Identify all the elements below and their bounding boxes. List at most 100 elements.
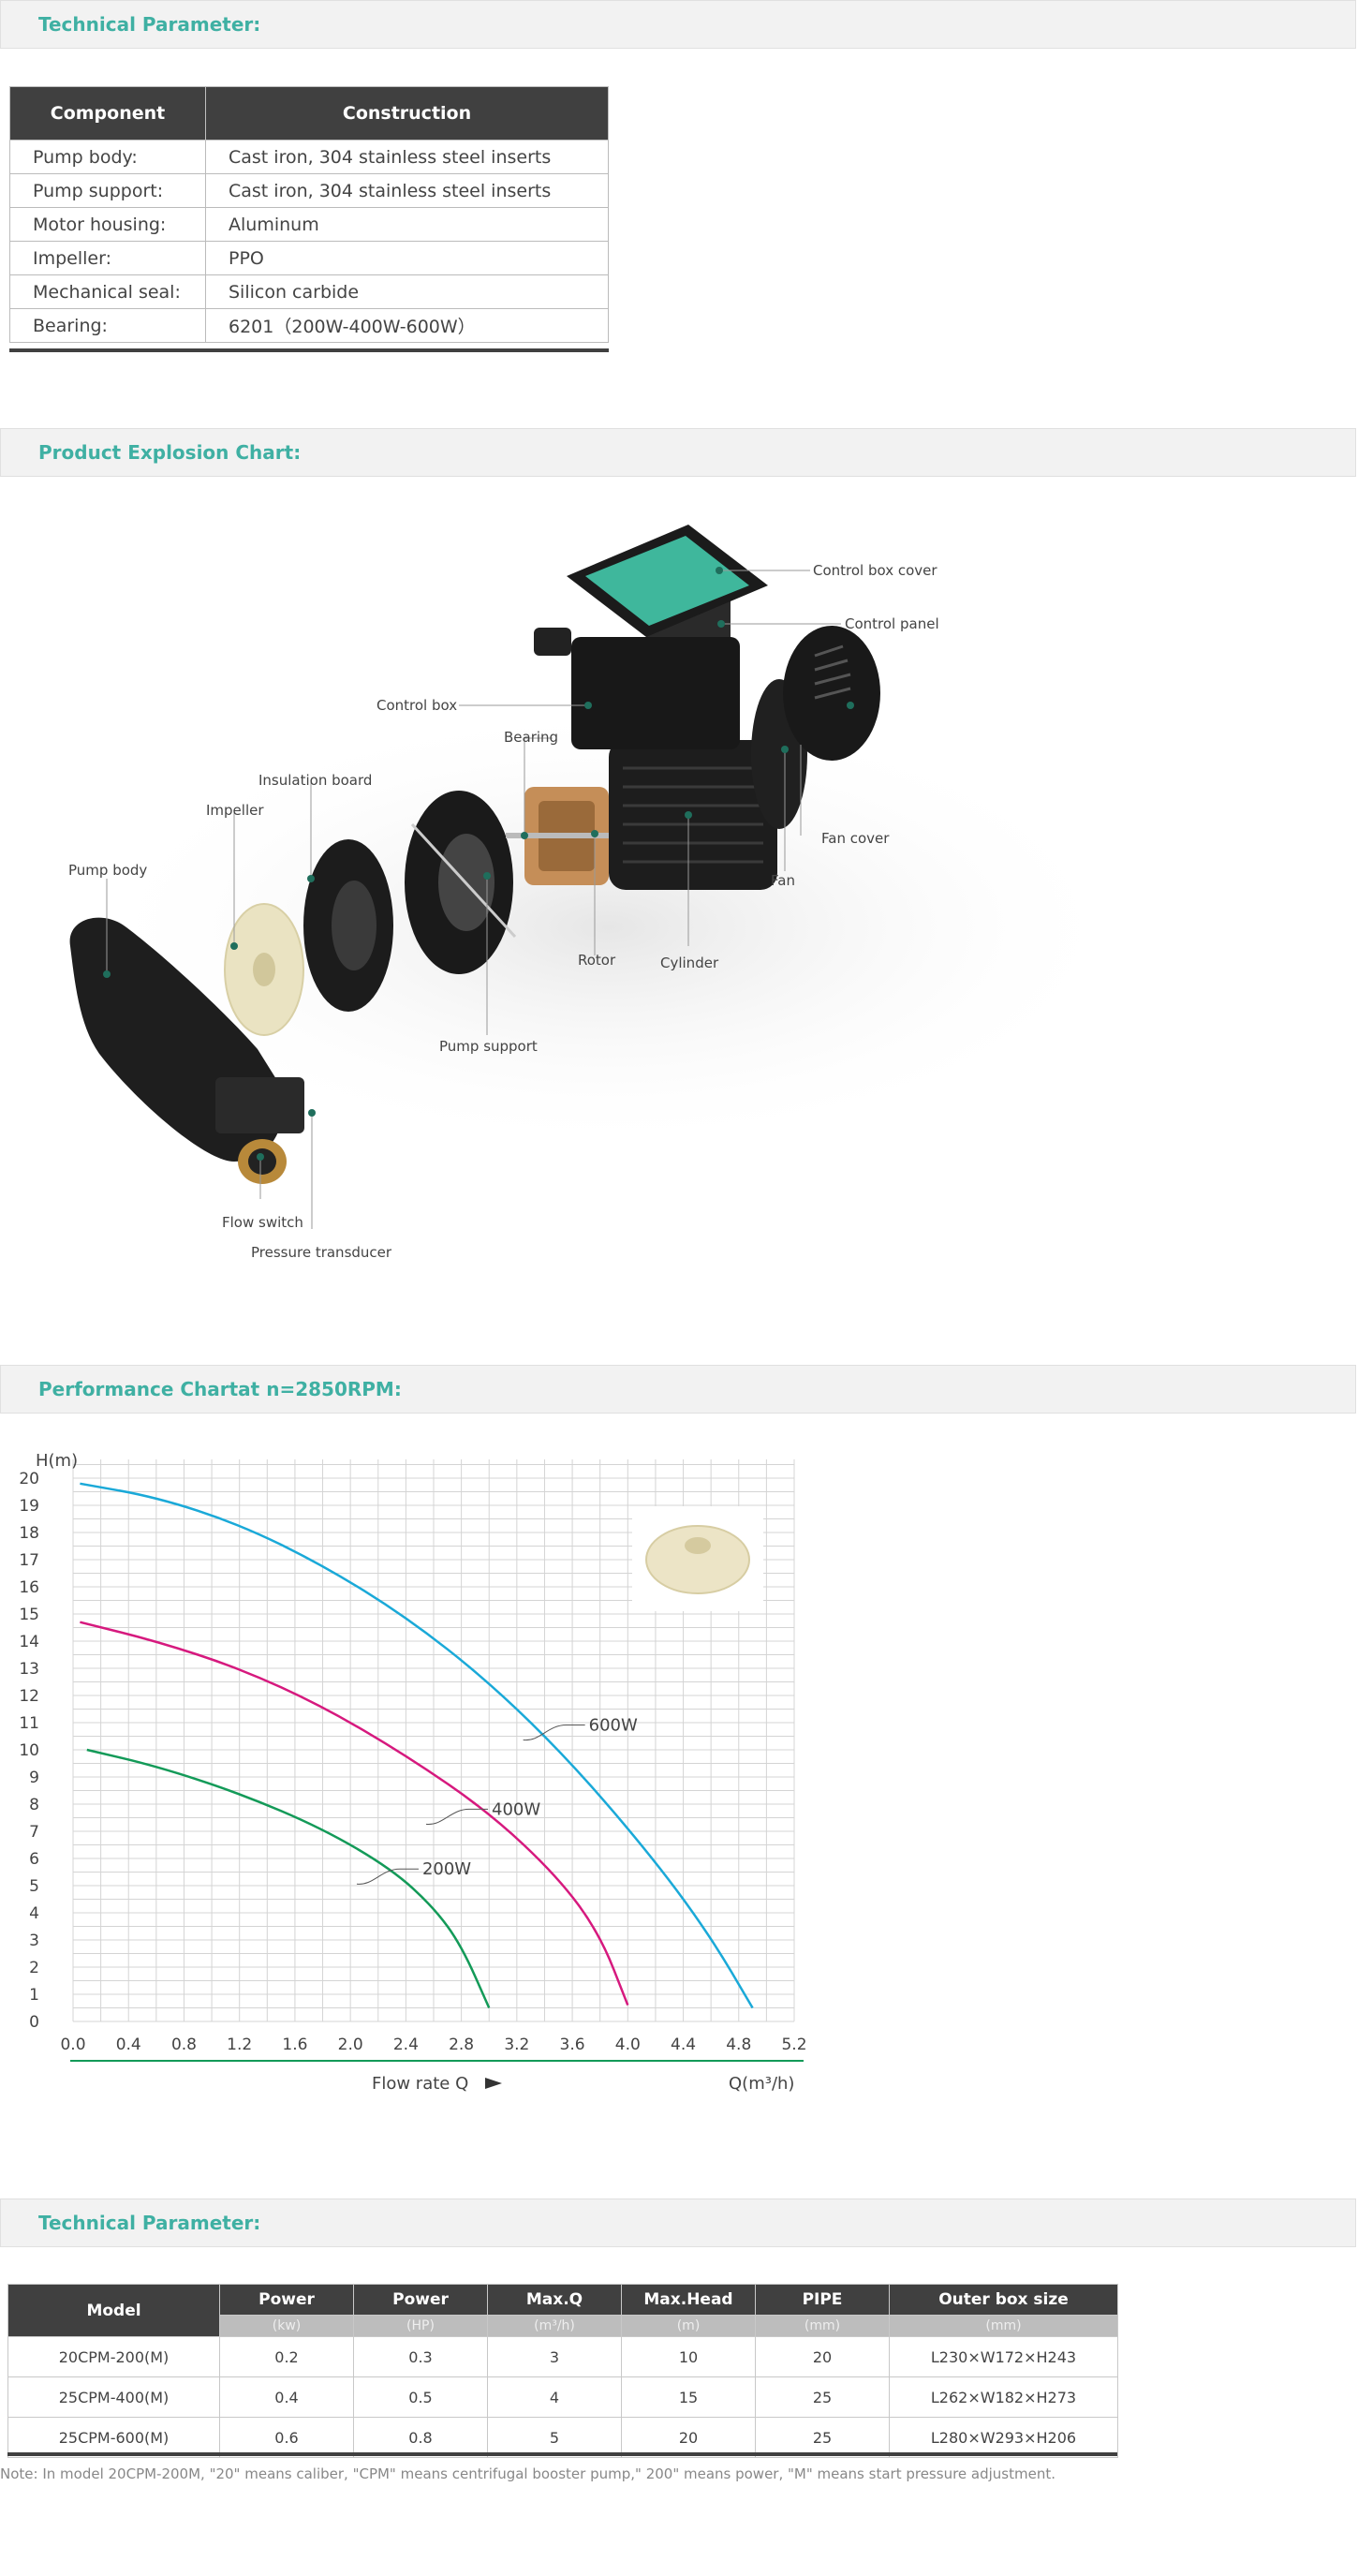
label-rotor: Rotor (578, 952, 616, 969)
series-line-600W (80, 1482, 754, 2009)
x-tick-label: 4.4 (671, 2036, 696, 2054)
model-note: Note: In model 20CPM-200M, "20" means ca… (0, 2465, 1055, 2482)
table-unit: (mm) (889, 2315, 1118, 2337)
x-tick-label: 2.8 (449, 2036, 474, 2054)
table-header: Component (9, 86, 206, 141)
table-row: Pump body:Cast iron, 304 stainless steel… (9, 140, 609, 174)
table-cell: 15 (621, 2376, 756, 2418)
construction-cell: PPO (205, 241, 609, 275)
y-tick-label: 0 (29, 2013, 39, 2032)
label-control-box: Control box (376, 697, 457, 714)
construction-cell: 6201（200W-400W-600W） (205, 308, 609, 343)
table-cell: 25CPM-600(M) (7, 2417, 220, 2458)
series-label-600W: 600W (589, 1716, 638, 1736)
label-insulation-board: Insulation board (258, 772, 372, 789)
label-control-panel: Control panel (845, 615, 939, 632)
pump-support-part (405, 791, 517, 974)
rotor-part (506, 787, 646, 885)
table-header: PIPE (755, 2284, 890, 2316)
table-footer-rule (9, 348, 609, 352)
series-leader (356, 1868, 419, 1885)
x-tick-label: 5.2 (781, 2036, 806, 2054)
section-title: Technical Parameter: (38, 13, 261, 36)
y-tick-label: 13 (19, 1660, 39, 1679)
table-cell: 10 (621, 2336, 756, 2377)
table-cell: 4 (487, 2376, 622, 2418)
table-row: Impeller:PPO (9, 241, 609, 275)
table-row: Motor housing:Aluminum (9, 207, 609, 242)
y-tick-label: 15 (19, 1606, 39, 1624)
x-tick-label: 4.0 (615, 2036, 641, 2054)
label-fan-cover: Fan cover (821, 830, 890, 847)
fan-cover-part (783, 626, 880, 761)
y-tick-label: 4 (29, 1904, 39, 1923)
x-tick-label: 0.8 (171, 2036, 197, 2054)
x-tick-label: 0.0 (60, 2036, 85, 2054)
component-cell: Pump body: (9, 140, 206, 174)
y-tick-label: 8 (29, 1796, 39, 1814)
series-label-400W: 400W (492, 1799, 540, 1819)
table-header: Power (219, 2284, 354, 2316)
table-cell: L230×W172×H243 (889, 2336, 1118, 2377)
y-axis-label: H(m) (36, 1451, 78, 1471)
control-box-cover-part (567, 525, 768, 637)
table-cell: L262×W182×H273 (889, 2376, 1118, 2418)
construction-cell: Cast iron, 304 stainless steel inserts (205, 140, 609, 174)
impeller-thumbnail (632, 1506, 763, 1611)
table-cell: 25CPM-400(M) (7, 2376, 220, 2418)
label-impeller: Impeller (206, 802, 264, 819)
arrow-right-icon (485, 2078, 502, 2089)
x-axis-label: Flow rate Q (372, 2074, 468, 2094)
y-tick-label: 3 (29, 1932, 39, 1950)
x-tick-label: 1.2 (227, 2036, 252, 2054)
table-cell: L280×W293×H206 (889, 2417, 1118, 2458)
section-header-tech-param-2: Technical Parameter: (0, 2198, 1356, 2247)
label-cylinder: Cylinder (660, 955, 719, 971)
table-cell: 20CPM-200(M) (7, 2336, 220, 2377)
series-leader (425, 1808, 488, 1825)
table-cell: 0.2 (219, 2336, 354, 2377)
y-tick-label: 9 (29, 1769, 39, 1787)
chart-series (80, 1482, 754, 2009)
section-title: Performance Chartat n=2850RPM: (38, 1378, 402, 1400)
x-tick-label: 3.6 (560, 2036, 585, 2054)
x-tick-label: 0.4 (116, 2036, 141, 2054)
table-header: Max.Head (621, 2284, 756, 2316)
y-tick-label: 17 (19, 1551, 39, 1570)
label-flow-switch: Flow switch (222, 1214, 303, 1231)
y-tick-label: 12 (19, 1687, 39, 1706)
components-table: Component Construction Pump body:Cast ir… (9, 86, 609, 343)
table-header: Model (7, 2284, 220, 2337)
series-line-200W (86, 1748, 491, 2009)
x-tick-label: 4.8 (726, 2036, 751, 2054)
table-cell: 3 (487, 2336, 622, 2377)
table-header: Outer box size (889, 2284, 1118, 2316)
y-tick-label: 1 (29, 1986, 39, 2005)
series-line-400W (80, 1621, 629, 2006)
table-unit: (kw) (219, 2315, 354, 2337)
y-tick-label: 7 (29, 1823, 39, 1842)
table-row: Mechanical seal:Silicon carbide (9, 274, 609, 309)
table-cell: 20 (755, 2336, 890, 2377)
y-tick-label: 11 (19, 1714, 39, 1733)
y-tick-label: 10 (19, 1741, 39, 1760)
section-header-tech-param: Technical Parameter: (0, 0, 1356, 49)
label-bearing: Bearing (504, 729, 558, 746)
table-unit: (mm) (755, 2315, 890, 2337)
table-row: Bearing:6201（200W-400W-600W） (9, 308, 609, 343)
section-title: Technical Parameter: (38, 2212, 261, 2234)
section-header-explosion: Product Explosion Chart: (0, 428, 1356, 477)
table-unit: (m) (621, 2315, 756, 2337)
construction-cell: Silicon carbide (205, 274, 609, 309)
models-table: Model Power Power Max.Q Max.Head PIPE Ou… (7, 2284, 1118, 2458)
table-header: Power (353, 2284, 488, 2316)
component-cell: Motor housing: (9, 207, 206, 242)
component-cell: Impeller: (9, 241, 206, 275)
series-leader (523, 1725, 585, 1741)
component-cell: Bearing: (9, 308, 206, 343)
